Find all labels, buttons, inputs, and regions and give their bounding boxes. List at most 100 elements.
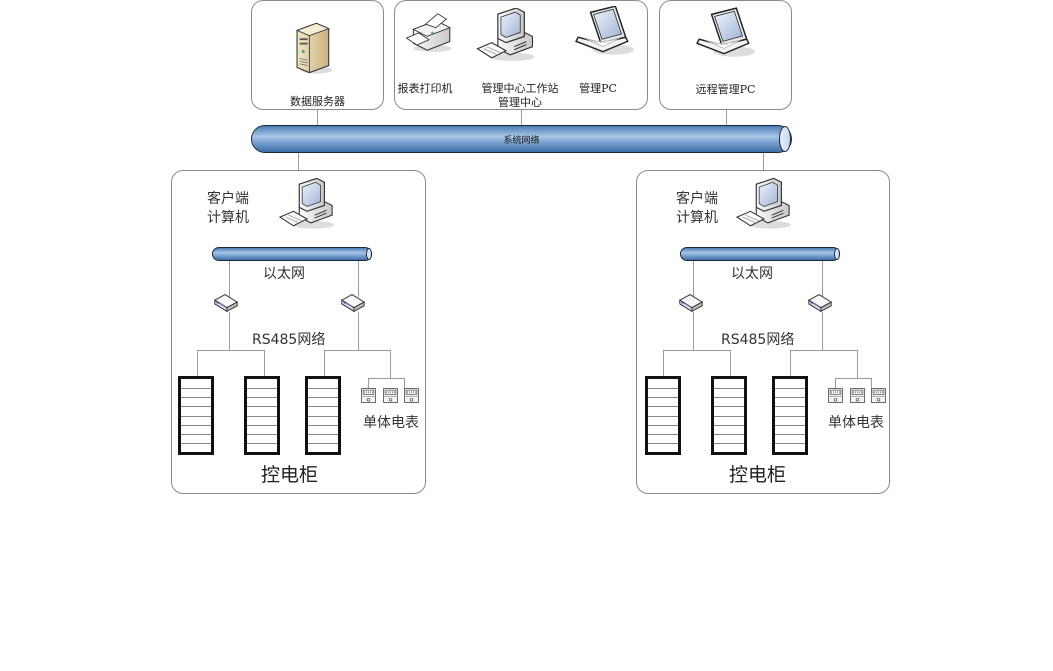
connector	[264, 350, 265, 377]
client-computer-icon	[735, 176, 793, 234]
remote-pc-label: 远程管理PC	[695, 83, 756, 96]
management-pc-label: 管理PC	[579, 82, 617, 95]
connector	[197, 350, 198, 377]
connector-remote	[726, 110, 727, 126]
control-cabinet	[772, 376, 808, 455]
workstation-sublabel: 管理中心	[498, 96, 542, 109]
bus	[835, 378, 871, 379]
cabinet-shelf	[247, 388, 277, 390]
connector	[822, 312, 823, 350]
cabinets-label: 控电柜	[729, 464, 787, 486]
rs485-label: RS485网络	[721, 332, 795, 348]
cabinet-shelf	[247, 424, 277, 426]
connector	[663, 350, 664, 377]
client-label-line1: 客户端	[676, 191, 718, 207]
server-label: 数据服务器	[290, 95, 345, 108]
cabinet-shelf	[247, 442, 277, 444]
cabinet-shelf	[308, 424, 338, 426]
control-cabinet	[305, 376, 341, 455]
cabinet-shelf	[308, 388, 338, 390]
bus	[368, 378, 404, 379]
remote-laptop-icon	[695, 6, 757, 62]
client-label-line2: 计算机	[207, 210, 249, 226]
workstation-label: 管理中心工作站	[481, 82, 559, 95]
converter-icon	[339, 292, 367, 314]
cabinet-shelf	[308, 415, 338, 417]
connector	[790, 350, 791, 377]
cabinet-shelf	[648, 433, 678, 435]
cabinet-shelf	[714, 415, 744, 417]
meters-label: 单体电表	[828, 415, 884, 431]
cabinet-shelf	[714, 388, 744, 390]
connector	[404, 378, 405, 389]
cabinet-shelf	[714, 424, 744, 426]
pipe-end	[834, 248, 840, 260]
meters-label: 单体电表	[363, 415, 419, 431]
pipe-end	[366, 248, 372, 260]
connector	[358, 261, 359, 297]
connector	[358, 312, 359, 350]
ethernet-pipe	[212, 247, 372, 261]
bus	[790, 350, 857, 351]
rs485-label: RS485网络	[252, 332, 326, 348]
bus	[197, 350, 264, 351]
connector	[229, 261, 230, 297]
connector-site-1	[298, 153, 299, 170]
connector	[857, 350, 858, 378]
cabinet-shelf	[308, 442, 338, 444]
cabinet-shelf	[775, 406, 805, 408]
connector	[693, 261, 694, 297]
ethernet-pipe	[680, 247, 840, 261]
control-cabinet	[178, 376, 214, 455]
control-cabinet	[244, 376, 280, 455]
cabinet-shelf	[181, 397, 211, 399]
system-network-label: 系统网络	[503, 136, 540, 146]
meter-icon	[383, 388, 398, 403]
connector	[324, 350, 325, 377]
cabinet-shelf	[648, 388, 678, 390]
cabinet-shelf	[714, 442, 744, 444]
cabinet-shelf	[247, 433, 277, 435]
meter-icon	[850, 388, 865, 403]
control-cabinet	[645, 376, 681, 455]
control-cabinet	[711, 376, 747, 455]
converter-icon	[677, 292, 705, 314]
pipe-end	[779, 126, 791, 152]
cabinet-shelf	[181, 406, 211, 408]
site-1: 客户端 计算机 以太网 RS485网络 单体电表 控电柜	[171, 170, 426, 494]
bus	[663, 350, 730, 351]
connector-server	[317, 110, 318, 126]
cabinet-shelf	[181, 388, 211, 390]
cabinet-shelf	[181, 424, 211, 426]
cabinet-shelf	[775, 397, 805, 399]
cabinet-shelf	[181, 415, 211, 417]
connector	[693, 312, 694, 350]
connector	[390, 350, 391, 378]
ethernet-label: 以太网	[731, 266, 773, 282]
cabinet-shelf	[247, 415, 277, 417]
meter-icon	[404, 388, 419, 403]
cabinet-shelf	[775, 424, 805, 426]
connector	[368, 378, 369, 389]
server-icon	[290, 20, 334, 76]
client-label-line2: 计算机	[676, 210, 718, 226]
cabinet-shelf	[714, 406, 744, 408]
cabinet-shelf	[247, 397, 277, 399]
cabinet-shelf	[648, 442, 678, 444]
printer-icon	[403, 10, 455, 54]
cabinet-shelf	[775, 433, 805, 435]
bus	[324, 350, 390, 351]
cabinet-shelf	[648, 424, 678, 426]
connector	[229, 312, 230, 350]
cabinet-shelf	[308, 397, 338, 399]
printer-label: 报表打印机	[397, 82, 453, 95]
connector	[730, 350, 731, 377]
site-2: 客户端 计算机 以太网 RS485网络 单体电表 控电柜	[636, 170, 890, 494]
cabinet-shelf	[308, 433, 338, 435]
system-network-pipe: 系统网络	[251, 125, 792, 153]
cabinet-shelf	[181, 433, 211, 435]
meter-icon	[871, 388, 886, 403]
cabinet-shelf	[775, 442, 805, 444]
client-computer-icon	[278, 176, 336, 234]
cabinet-shelf	[648, 406, 678, 408]
